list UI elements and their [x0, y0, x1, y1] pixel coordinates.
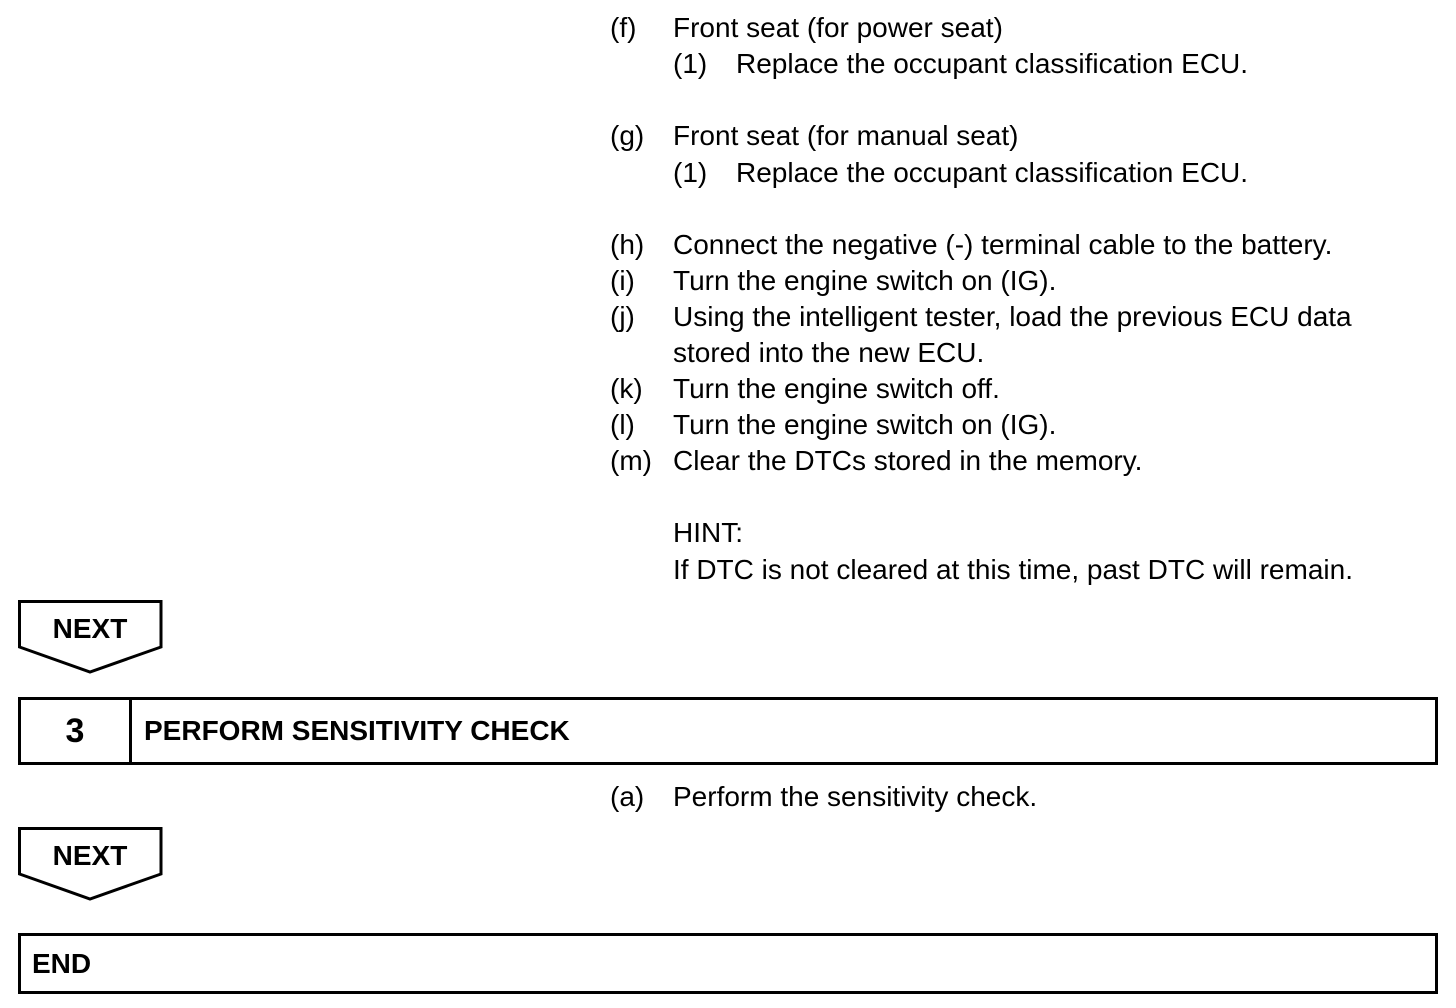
next-arrow-shape [18, 827, 163, 901]
step-j-text: Using the intelligent tester, load the p… [673, 301, 1352, 332]
step-i-text: Turn the engine switch on (IG). [673, 265, 1057, 296]
step-g-sub-text: Replace the occupant classification ECU. [736, 157, 1249, 188]
step-j-label: (j) [610, 301, 635, 332]
next-arrow-shape [18, 600, 163, 674]
step-f-text: Front seat (for power seat) [673, 12, 1003, 43]
hint-title: HINT: [673, 517, 743, 548]
step-3-box: 3 PERFORM SENSITIVITY CHECK [18, 697, 1438, 765]
step-g-label: (g) [610, 120, 645, 151]
step-l-label: (l) [610, 409, 635, 440]
hint-text: If DTC is not cleared at this time, past… [673, 554, 1353, 585]
end-box: END [18, 933, 1438, 994]
step-l-text: Turn the engine switch on (IG). [673, 409, 1057, 440]
step-a-text: Perform the sensitivity check. [673, 781, 1038, 812]
step-h-text: Connect the negative (-) terminal cable … [673, 229, 1333, 260]
step-g-text: Front seat (for manual seat) [673, 120, 1019, 151]
step-a-label: (a) [610, 781, 645, 812]
step-m-text: Clear the DTCs stored in the memory. [673, 445, 1143, 476]
step-number: 3 [21, 700, 132, 762]
next-label: NEXT [52, 613, 128, 644]
step-f-sub-label: (1) [673, 48, 708, 79]
step-g-sub-label: (1) [673, 157, 708, 188]
end-label: END [32, 948, 92, 979]
step-k-text: Turn the engine switch off. [673, 373, 1000, 404]
next-arrow[interactable]: NEXT [18, 827, 164, 901]
step-i-label: (i) [610, 265, 635, 296]
step-j-text-continued: stored into the new ECU. [673, 337, 985, 368]
next-arrow[interactable]: NEXT [18, 600, 164, 674]
step-k-label: (k) [610, 373, 643, 404]
step-f-sub-text: Replace the occupant classification ECU. [736, 48, 1249, 79]
step-f-label: (f) [610, 12, 637, 43]
next-label: NEXT [52, 840, 128, 871]
step-title: PERFORM SENSITIVITY CHECK [144, 715, 570, 746]
step-m-label: (m) [610, 445, 652, 476]
step-h-label: (h) [610, 229, 645, 260]
